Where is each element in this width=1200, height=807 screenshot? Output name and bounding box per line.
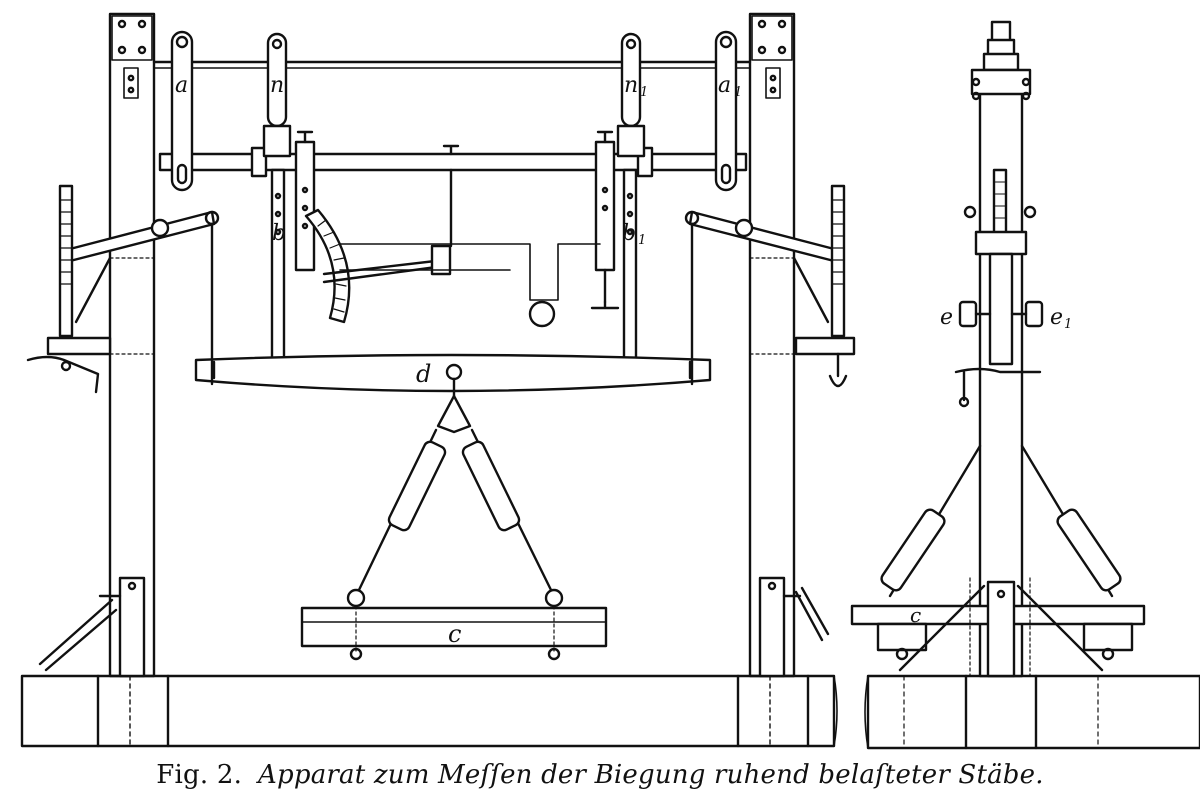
apparatus-drawing: a n n 1 a 1 b b 1 d c c e e 1 [20, 12, 1200, 750]
label-n: n [270, 73, 284, 98]
label-n1: n [624, 73, 638, 98]
measuring-rod-b1 [590, 130, 620, 310]
label-c-front: c [448, 620, 461, 648]
measuring-rod-b [294, 130, 316, 272]
side-view [850, 20, 1200, 750]
figure-number: Fig. 2. [156, 760, 243, 790]
foot-braces [38, 576, 830, 678]
caption-text: Apparat zum Meſſen der Biegung ruhend be… [258, 760, 1044, 790]
right-post [748, 12, 796, 678]
weight-c [300, 605, 608, 661]
label-n1-subscript: 1 [640, 85, 648, 100]
label-e: e [940, 305, 953, 330]
base-beam [20, 674, 838, 748]
left-post [108, 12, 156, 678]
figure-caption: Fig. 2. Apparat zum Meſſen der Biegung ru… [0, 760, 1200, 790]
label-b1: b [622, 221, 636, 246]
hanger-a [170, 30, 194, 192]
label-c-side: c [910, 603, 921, 627]
hanger-n1 [616, 32, 646, 384]
hanger-a1 [714, 30, 738, 192]
right-side-lever [684, 184, 856, 388]
label-e1-subscript: 1 [1064, 317, 1072, 332]
pointer-lever [322, 144, 601, 328]
label-a1-subscript: 1 [734, 85, 742, 100]
front-view [20, 12, 856, 748]
label-e1: e [1050, 305, 1063, 330]
label-a: a [175, 73, 188, 98]
guide-rod [158, 146, 748, 178]
hanger-n [262, 32, 292, 384]
label-a1: a [718, 73, 731, 98]
label-d: d [416, 360, 431, 388]
label-b: b [272, 221, 286, 246]
label-b1-subscript: 1 [638, 233, 646, 248]
load-chain [346, 363, 564, 608]
part-labels: a n n 1 a 1 b b 1 d c c e e 1 [175, 73, 1072, 648]
left-side-lever [26, 184, 220, 394]
